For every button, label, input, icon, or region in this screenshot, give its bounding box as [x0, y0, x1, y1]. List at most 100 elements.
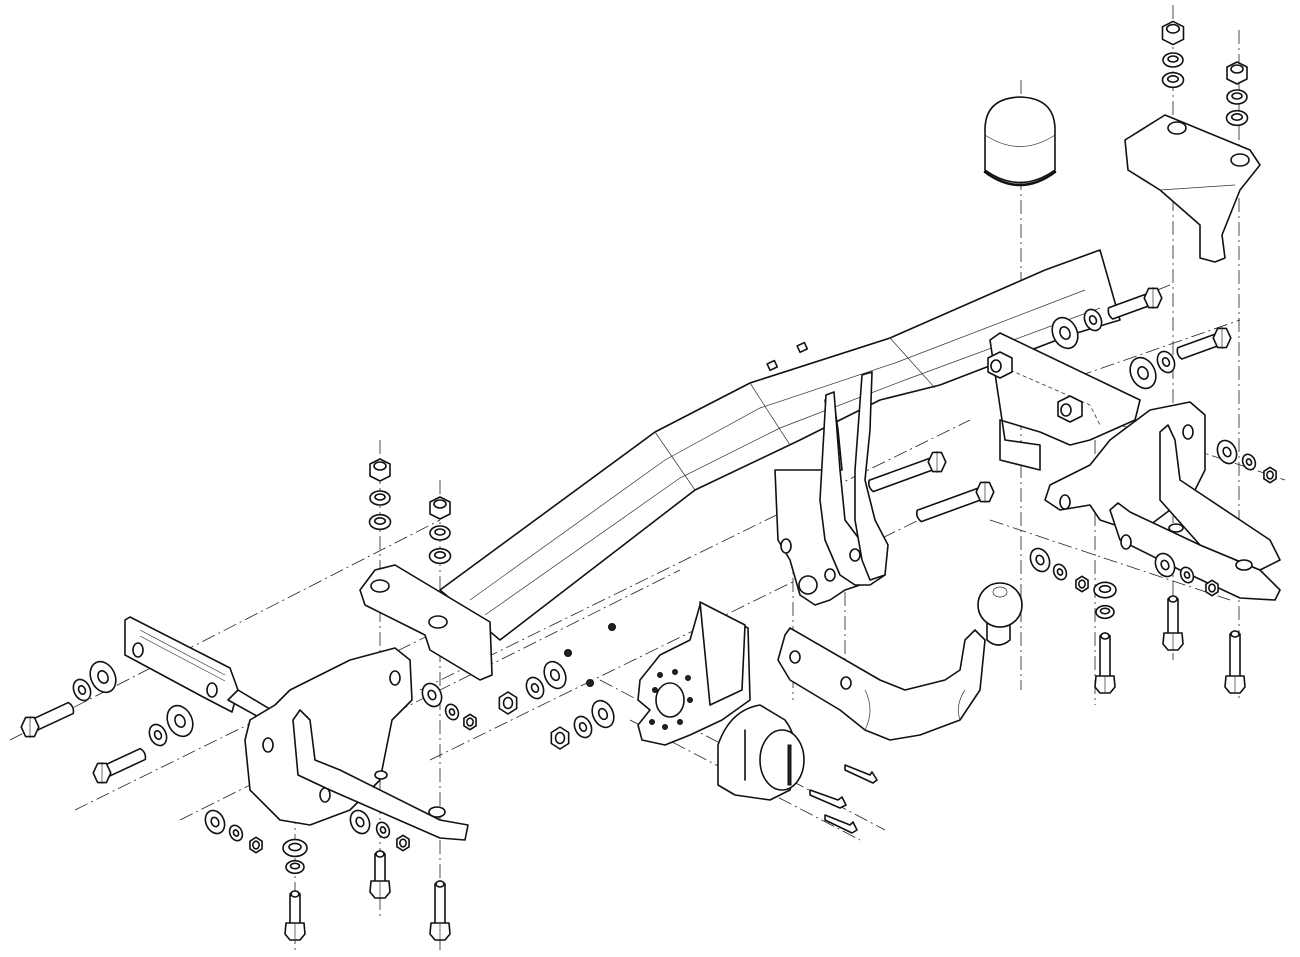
hex-nut [369, 458, 391, 482]
right-end-flange [1124, 114, 1261, 263]
neck-joint-line [958, 689, 966, 721]
washer [72, 678, 92, 702]
washer [1154, 552, 1176, 578]
axis-line [1009, 319, 1241, 401]
bolt-hole [1182, 424, 1194, 440]
bolt-hole [428, 615, 448, 629]
hex-nut [550, 726, 570, 750]
ball-neck-collar [986, 621, 1011, 646]
hex-bolt [429, 880, 451, 941]
bolt-hole [780, 538, 792, 554]
bolt-hole [1235, 559, 1253, 571]
hex-bolt [92, 747, 147, 784]
tow-ball-neck [777, 582, 1023, 741]
bolt-hole [262, 737, 274, 753]
washer [368, 513, 392, 531]
bolt-hole [132, 642, 144, 658]
washer [1093, 581, 1117, 599]
screw-hole [687, 697, 693, 703]
washer [1179, 566, 1195, 584]
washer [525, 676, 545, 700]
hex-nut [1161, 20, 1185, 46]
inner-plate-slot [139, 629, 226, 676]
left-side-bracket [244, 647, 469, 841]
crossbar-edge-line [484, 307, 1101, 616]
washer [1225, 109, 1249, 127]
washer [1156, 350, 1176, 374]
axis-line [1029, 394, 1286, 481]
bolt-hole [1120, 534, 1132, 550]
washer [285, 859, 305, 875]
bolt-hole [206, 682, 218, 698]
socket-grip-ridges [787, 744, 792, 786]
washer [282, 838, 308, 858]
washer [428, 547, 452, 565]
washer [429, 525, 451, 541]
washer [421, 682, 443, 708]
hex-bolt [1176, 327, 1232, 360]
flange-plate [359, 564, 493, 681]
neck-body [777, 627, 986, 741]
hex-bolt [369, 850, 391, 899]
washer [1226, 89, 1248, 105]
bolt-hole [1168, 523, 1184, 533]
hex-nut [987, 351, 1013, 379]
inner-plate-slot [139, 635, 226, 682]
tow-ball [977, 582, 1023, 628]
small-nut [564, 649, 572, 657]
small-nut [608, 623, 616, 631]
washer [204, 809, 226, 835]
axis-line [989, 519, 1231, 601]
crossbar-edge-line [469, 289, 1086, 601]
crossbar-bend-line [654, 431, 696, 491]
side-bracket-arm [292, 709, 469, 841]
bolt-hole [798, 575, 818, 595]
washer [166, 704, 194, 738]
socket-screw [844, 764, 878, 784]
center-hanger-plates [774, 371, 889, 606]
bolt-hole [849, 548, 861, 562]
socket-screw [809, 789, 847, 809]
washer [1216, 439, 1238, 465]
hex-bolt [1107, 287, 1163, 320]
axis-line [179, 569, 681, 821]
cap-shoulder-line [984, 134, 1056, 147]
screw-hole [657, 672, 663, 678]
flange-bend-line [1159, 184, 1236, 191]
hex-nut [429, 496, 451, 520]
socket-face [759, 729, 805, 791]
axis-line [9, 519, 441, 741]
screw-hole [677, 719, 683, 725]
washer [1162, 52, 1184, 68]
hex-bolt [1162, 595, 1184, 651]
washer [1029, 547, 1051, 573]
tow-ball-cap [983, 96, 1057, 187]
screw-hole [662, 724, 668, 730]
washer [591, 699, 615, 729]
hex-nut [396, 834, 410, 852]
bolt-hole [1230, 153, 1250, 167]
hex-nut [463, 713, 477, 731]
flange-plate [1124, 114, 1261, 263]
washer [1052, 563, 1068, 581]
crossbar-bend-line [889, 337, 936, 389]
cap-rim [983, 170, 1057, 187]
hex-nut [249, 836, 263, 854]
washer [1095, 604, 1115, 620]
fasteners [20, 20, 1277, 941]
weld-stud [766, 359, 779, 372]
washer [1241, 453, 1257, 471]
side-bracket-lip [1159, 424, 1281, 571]
side-bracket-plate [244, 647, 413, 826]
right-inner-plate [987, 332, 1141, 471]
washer [369, 490, 391, 506]
hex-bolt [867, 451, 947, 493]
bolt-hole [1059, 494, 1071, 510]
bolt-hole [789, 650, 801, 664]
hex-nut [1263, 466, 1277, 484]
neck-joint-line [864, 689, 871, 731]
hex-nut [1226, 61, 1248, 85]
hex-nut [1205, 579, 1219, 597]
bolt-hole [374, 770, 388, 780]
